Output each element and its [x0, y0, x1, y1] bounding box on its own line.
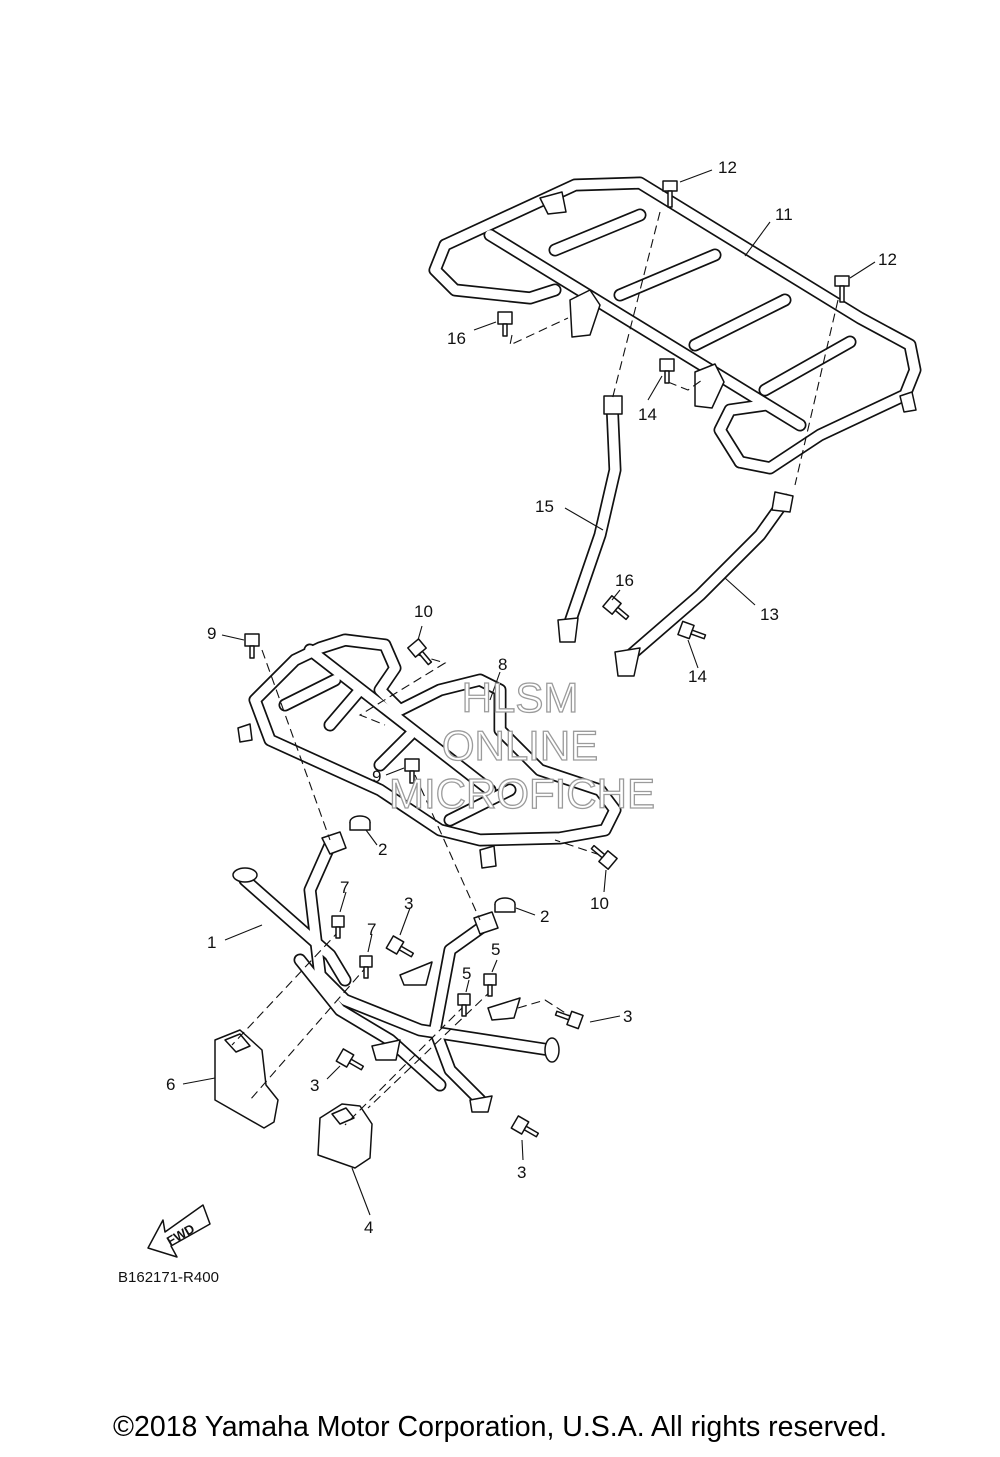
copyright-notice: ©2018 Yamaha Motor Corporation, U.S.A. A… [113, 1411, 887, 1443]
label-14-upper: 14 [638, 405, 657, 424]
label-13: 13 [760, 605, 779, 624]
bolt-16-lower [602, 595, 630, 621]
label-8: 8 [498, 655, 507, 674]
label-10-lower: 10 [590, 894, 609, 913]
cover-4 [317, 1103, 373, 1169]
watermark-line1: HLSM [462, 674, 579, 721]
assembly-lines [231, 211, 839, 1126]
label-2-right: 2 [540, 907, 549, 926]
part-labels: 12 11 12 16 14 15 16 13 14 9 10 8 9 2 10… [166, 158, 897, 1237]
watermark-line3: MICROFICHE [389, 770, 655, 817]
rear-carrier [428, 176, 922, 475]
bolt-12-right [834, 275, 850, 303]
bolt-10-upper [407, 638, 433, 666]
label-3-right: 3 [623, 1007, 632, 1026]
watermark-line2: ONLINE [442, 722, 598, 769]
bolt-12-upper [662, 180, 678, 208]
drawing-code: B162171-R400 [118, 1269, 219, 1286]
bolt-3-right [554, 1010, 584, 1030]
label-7-upper: 7 [340, 878, 349, 897]
label-16-upper: 16 [447, 329, 466, 348]
label-3-bottom: 3 [517, 1163, 526, 1182]
stay-15 [557, 395, 623, 643]
label-3-top: 3 [404, 894, 413, 913]
bolt-14-lower [677, 620, 707, 640]
label-2-left: 2 [378, 840, 387, 859]
bolt-5-upper [483, 973, 497, 997]
label-5-upper: 5 [491, 940, 500, 959]
bolt-7-lower [359, 955, 373, 979]
label-12-top: 12 [718, 158, 737, 177]
leader-lines [182, 169, 876, 1216]
label-12-right: 12 [878, 250, 897, 269]
label-15: 15 [535, 497, 554, 516]
bolt-14-upper [659, 358, 675, 384]
cover-6 [214, 1029, 279, 1129]
grommet-2-right [494, 897, 516, 913]
label-5-lower: 5 [462, 964, 471, 983]
label-10-upper: 10 [414, 602, 433, 621]
label-3-left: 3 [310, 1076, 319, 1095]
label-4: 4 [364, 1218, 373, 1237]
label-7-lower: 7 [367, 920, 376, 939]
label-1: 1 [207, 933, 216, 952]
front-guard-frame [232, 831, 560, 1113]
stay-13 [614, 491, 794, 677]
label-16-lower: 16 [615, 571, 634, 590]
bolt-3-left [335, 1048, 365, 1071]
label-6: 6 [166, 1075, 175, 1094]
bolt-10-lower [590, 844, 618, 870]
bolt-7-upper [331, 915, 345, 939]
bolt-5-lower [457, 993, 471, 1017]
bolt-3-bottom [510, 1115, 540, 1138]
grommet-2-left [349, 815, 371, 831]
fwd-arrow: FWD [147, 1204, 211, 1258]
front-carrier [237, 633, 622, 869]
label-9-left: 9 [207, 624, 216, 643]
watermark: HLSM ONLINE MICROFICHE [388, 673, 655, 817]
label-11: 11 [775, 205, 793, 224]
label-14-lower: 14 [688, 667, 707, 686]
bolt-9-left [244, 633, 260, 659]
fasteners [244, 180, 850, 1138]
label-9-center: 9 [372, 767, 381, 786]
bolt-16-upper [497, 311, 513, 337]
bolt-3-top [385, 935, 415, 958]
bolt-9-center [404, 758, 420, 784]
